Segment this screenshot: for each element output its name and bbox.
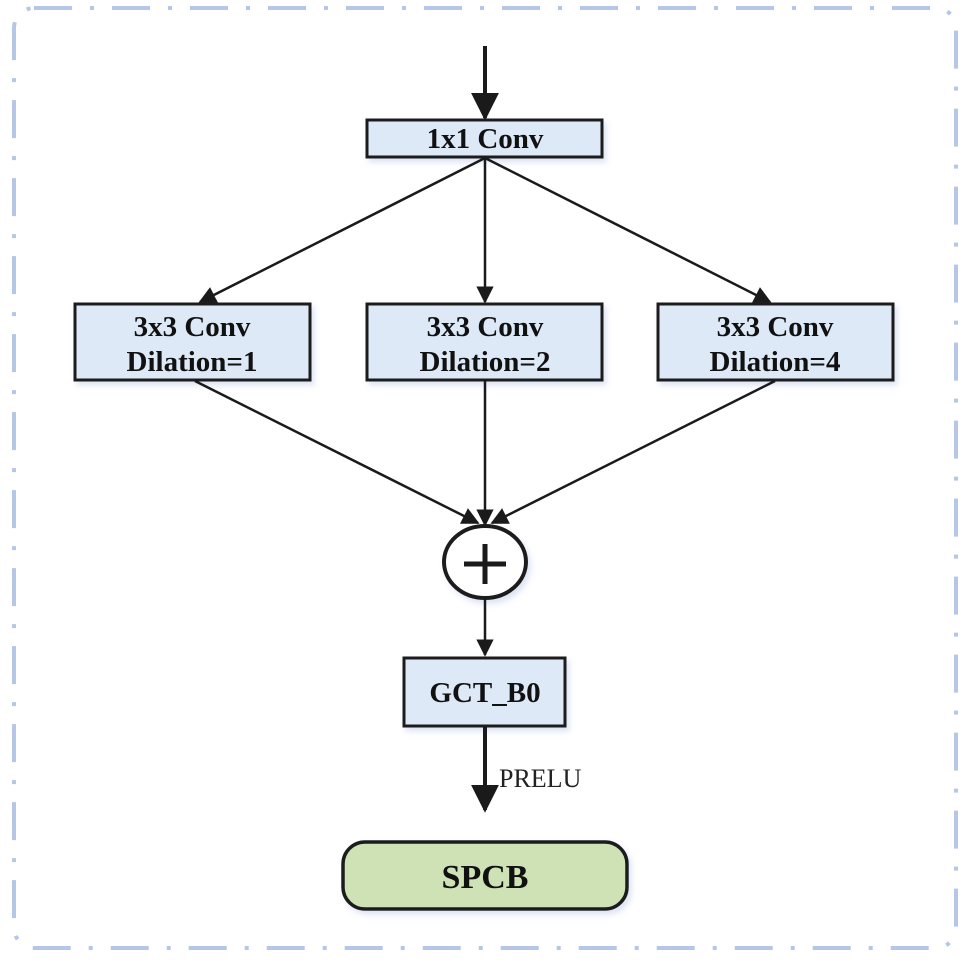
spcb-label: SPCB	[442, 859, 529, 896]
branch1-label-line2: Dilation=1	[127, 346, 258, 378]
branch2-node: 3x3 Conv Dilation=2	[365, 302, 604, 382]
sum-node	[442, 524, 528, 600]
edge-branch3-to-sum	[490, 379, 776, 525]
branch2-label-line1: 3x3 Conv	[427, 311, 544, 343]
conv1x1-node: 1x1 Conv	[365, 118, 604, 159]
branch3-node: 3x3 Conv Dilation=4	[656, 302, 895, 382]
gct-label: GCT_B0	[429, 677, 540, 709]
branch3-label-line1: 3x3 Conv	[717, 311, 834, 343]
edge-conv1x1-to-branch3	[484, 156, 772, 304]
edge-conv1x1-to-branch1	[198, 156, 486, 304]
plus-icon	[464, 544, 506, 584]
branch2-label-line2: Dilation=2	[420, 346, 551, 378]
dashed-frame-border	[12, 6, 958, 950]
gct-node: GCT_B0	[402, 656, 567, 728]
branch1-label-line1: 3x3 Conv	[134, 311, 251, 343]
prelu-label: PRELU	[499, 764, 582, 793]
edge-branch1-to-sum	[194, 379, 480, 525]
conv1x1-label: 1x1 Conv	[427, 123, 544, 155]
branch3-label-line2: Dilation=4	[710, 346, 841, 378]
branch1-node: 3x3 Conv Dilation=1	[73, 302, 312, 382]
spcb-node: SPCB	[341, 840, 629, 911]
